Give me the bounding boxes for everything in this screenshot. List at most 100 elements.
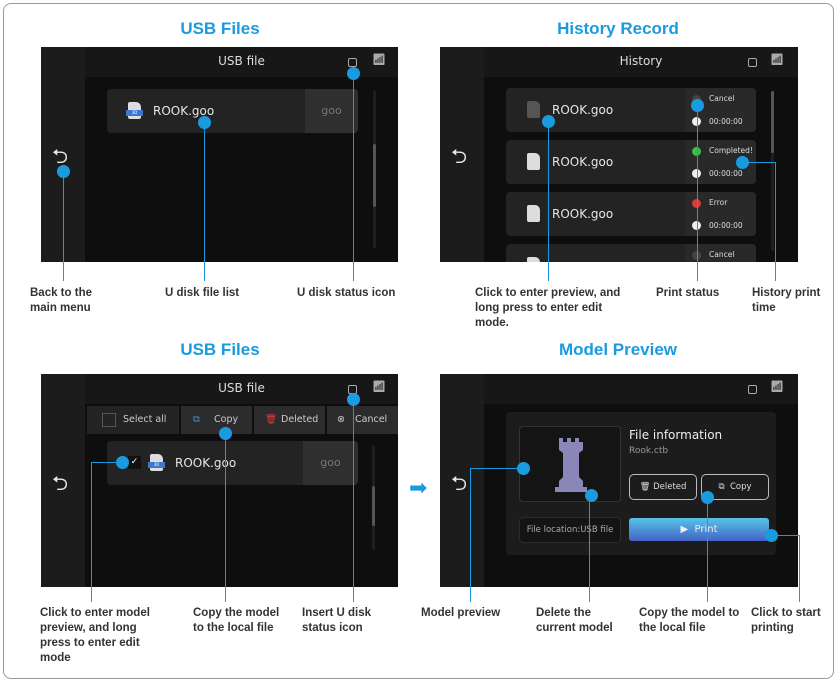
scrollbar[interactable]	[373, 91, 376, 248]
callout-line	[775, 162, 776, 281]
file-row[interactable]: ✓ 3D ROOK.goo goo	[107, 441, 358, 485]
usb-edit-screen: USB file 📶︎ ⮌ Select all ⧉Copy 🗑︎Deleted…	[41, 374, 398, 587]
delete-label: Deleted	[653, 482, 687, 492]
callout-line	[707, 497, 708, 602]
model-preview-screen: 📶︎ ⮌ File information Rook.ctb 🗑︎ Delete…	[440, 374, 798, 587]
history-row[interactable]: Cancel	[506, 244, 756, 262]
copy-icon: ⧉	[718, 482, 725, 492]
status-dot-icon	[692, 147, 701, 156]
select-all-button[interactable]: Select all	[87, 406, 179, 434]
select-all-checkbox[interactable]	[102, 413, 116, 427]
scrollbar-thumb[interactable]	[771, 91, 774, 153]
history-file-name: ROOK.goo	[552, 155, 614, 169]
label-insert-usb: Insert U disk status icon	[302, 607, 372, 634]
history-row[interactable]: ROOK.goo Cancel 00:00:00	[506, 88, 756, 132]
select-all-label: Select all	[123, 414, 167, 425]
file-icon	[527, 101, 540, 118]
trash-icon: 🗑︎	[639, 482, 651, 492]
back-icon[interactable]: ⮌	[52, 471, 69, 495]
callout-dot-usb-status	[347, 67, 360, 80]
copy-button[interactable]: ⧉Copy	[181, 406, 252, 434]
header-title: USB file	[218, 54, 265, 68]
usb-status-icon	[748, 385, 757, 394]
file-ext: goo	[303, 441, 358, 485]
scrollbar[interactable]	[372, 445, 375, 550]
sidebar	[440, 374, 484, 587]
file-icon	[527, 153, 540, 170]
label-print-status: Print status	[656, 287, 720, 299]
callout-dot-copy-model	[701, 491, 714, 504]
clock-icon	[692, 117, 701, 126]
copy-icon: ⧉	[193, 414, 200, 425]
history-time: 00:00:00	[709, 169, 743, 178]
callout-line	[91, 462, 92, 602]
delete-label: Deleted	[281, 414, 319, 425]
history-status: Cancel	[709, 94, 735, 103]
scrollbar-thumb[interactable]	[372, 486, 375, 526]
callout-dot-edit-preview	[116, 456, 129, 469]
title-model-preview: Model Preview	[558, 340, 678, 359]
cancel-icon: ⊗	[337, 414, 345, 425]
back-icon[interactable]: ⮌	[451, 144, 468, 168]
history-status: Error	[709, 198, 728, 207]
callout-dot-file-list	[198, 116, 211, 129]
wifi-icon: 📶︎	[372, 53, 386, 66]
scrollbar-thumb[interactable]	[373, 144, 376, 207]
clock-icon	[692, 169, 701, 178]
history-row[interactable]: ROOK.goo Completed! 00:00:00	[506, 140, 756, 184]
label-delete-model: Delete the current model	[536, 607, 613, 634]
callout-dot-print-status	[691, 99, 704, 112]
file-row[interactable]: 3D ROOK.goo goo	[107, 89, 358, 133]
header-title: History	[619, 54, 663, 68]
history-status-area: Error 00:00:00	[685, 192, 756, 236]
callout-dot-print-time	[736, 156, 749, 169]
delete-button[interactable]: 🗑︎Deleted	[254, 406, 325, 434]
scrollbar[interactable]	[771, 91, 774, 251]
history-status: Cancel	[709, 250, 735, 259]
label-model-preview: Model preview	[421, 607, 501, 619]
callout-line	[204, 122, 205, 281]
history-file-name: ROOK.goo	[552, 103, 614, 117]
wifi-icon: 📶︎	[770, 380, 784, 393]
header-bar	[484, 374, 798, 404]
file-checkbox-checked[interactable]: ✓	[128, 456, 141, 469]
file-ext: goo	[305, 89, 358, 133]
usb-status-icon	[348, 58, 357, 67]
delete-button[interactable]: 🗑︎ Deleted	[629, 474, 697, 500]
callout-line	[63, 171, 64, 281]
callout-line	[470, 468, 523, 469]
callout-dot-back	[57, 165, 70, 178]
callout-dot-model-preview	[517, 462, 530, 475]
header-bar	[484, 47, 798, 77]
back-icon[interactable]: ⮌	[451, 471, 468, 495]
arrow-right-icon: ➡	[409, 476, 428, 501]
callout-line	[91, 462, 122, 463]
wifi-icon: 📶︎	[770, 53, 784, 66]
file-icon: 3D	[148, 454, 165, 471]
callout-line	[470, 468, 471, 602]
label-status-icon: U disk status icon	[297, 287, 396, 299]
label-start-print: Click to start printing	[751, 607, 821, 634]
history-time: 00:00:00	[709, 221, 743, 230]
copy-button[interactable]: ⧉ Copy	[701, 474, 769, 500]
callout-line	[771, 535, 800, 536]
model-preview-image[interactable]	[519, 426, 621, 502]
label-copy-model: Copy the model to the local file	[639, 607, 740, 634]
history-file-name: ROOK.goo	[552, 207, 614, 221]
file-icon: 3D	[126, 102, 143, 119]
file-location: File location:USB file	[519, 517, 621, 543]
title-history-record: History Record	[557, 19, 679, 38]
sidebar	[440, 47, 484, 262]
copy-label: Copy	[729, 482, 752, 492]
cancel-button[interactable]: ⊗Cancel	[327, 406, 398, 434]
label-print-time: History print time	[752, 287, 821, 314]
history-time: 00:00:00	[709, 117, 743, 126]
history-status: Completed!	[709, 146, 753, 155]
status-dot-icon	[692, 251, 701, 260]
callout-line	[742, 162, 776, 163]
history-row[interactable]: ROOK.goo Error 00:00:00	[506, 192, 756, 236]
print-button[interactable]: ▶ Print	[629, 518, 769, 541]
callout-line	[697, 105, 698, 281]
back-icon[interactable]: ⮌	[52, 144, 69, 168]
file-name: ROOK.goo	[175, 456, 237, 470]
